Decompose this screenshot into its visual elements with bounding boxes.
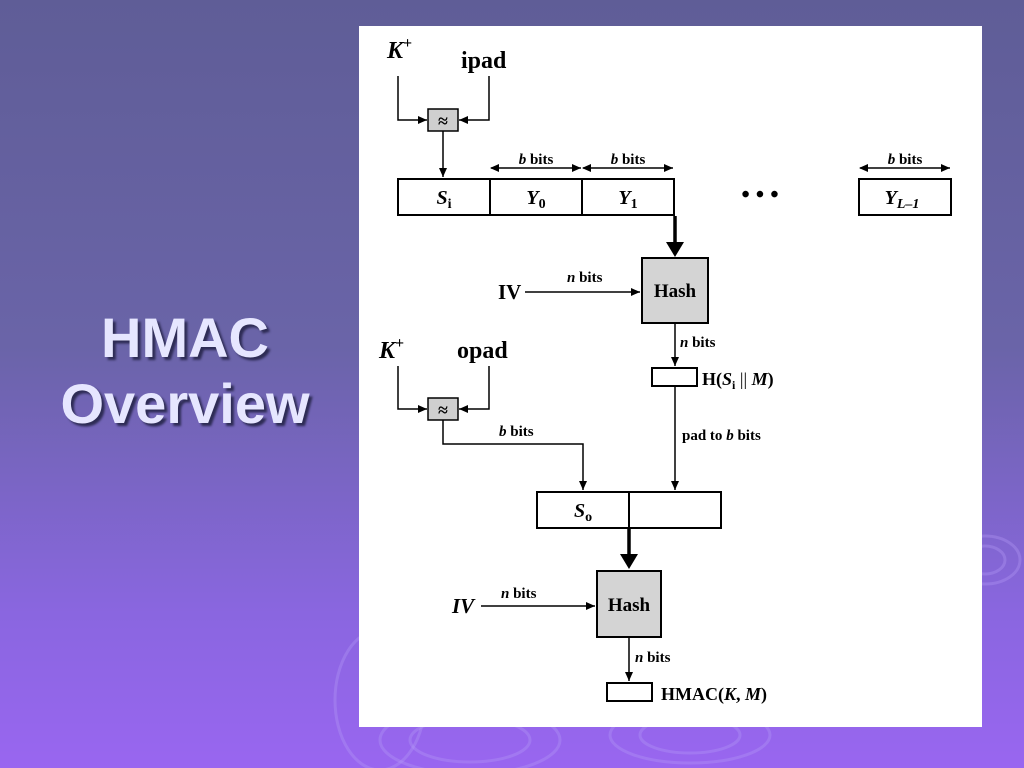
b-bits-so-label: b bits: [499, 424, 534, 440]
svg-text:b bits: b bits: [888, 152, 923, 168]
so-block: [536, 491, 630, 529]
blocks-to-hash-arrowhead: [666, 242, 684, 257]
slide-title: HMAC Overview: [20, 305, 350, 437]
inner-hash-output-box: [651, 367, 698, 387]
ipad-to-xor-line: [459, 76, 490, 124]
inner-hash-output-label: H(Si || M): [702, 369, 774, 392]
ellipsis: • • •: [741, 182, 778, 208]
ipad-label: ipad: [461, 48, 507, 74]
b-bits-annotation-yl: b bits: [859, 152, 950, 172]
y0-label: Y0: [526, 187, 545, 212]
hash-bottom-box: [596, 570, 662, 638]
si-block: [397, 178, 491, 216]
hash-bottom-label: Hash: [608, 595, 651, 616]
yl-block: [858, 178, 952, 216]
y0-block: [489, 178, 583, 216]
key-top-label: K+: [386, 35, 412, 64]
so-label: So: [574, 500, 592, 525]
hmac-output-box: [606, 682, 653, 702]
n-bits-mid-label: n bits: [680, 335, 716, 351]
iv-top-label: IV: [498, 280, 521, 304]
iv-bottom-label: IV: [451, 594, 476, 618]
xor-bottom-to-so-line: [442, 420, 587, 490]
svg-text:b bits: b bits: [611, 152, 646, 168]
yl-label: YL–1: [885, 187, 920, 212]
n-bits-top-label: n bits: [567, 270, 603, 286]
key-top-to-xor-line: [397, 76, 427, 124]
opad-label: opad: [457, 338, 508, 364]
y1-label: Y1: [618, 187, 637, 212]
pad-label: pad to b bits: [682, 428, 761, 444]
b-bits-annotation-y1: b bits: [582, 152, 673, 172]
key-bottom-to-xor-line: [397, 366, 427, 413]
hmac-diagram-panel: K+ ipad ≈ b bits b bits b bits: [359, 26, 982, 727]
hmac-diagram: K+ ipad ≈ b bits b bits b bits: [378, 35, 952, 705]
si-label: Si: [436, 187, 451, 212]
padded-hash-block: [628, 491, 722, 529]
slide-title-line2: Overview: [60, 372, 310, 435]
n-bits-output-label: n bits: [635, 650, 671, 666]
xor-top-symbol: ≈: [438, 111, 448, 131]
hmac-output-label: HMAC(K, M): [661, 684, 767, 705]
xor-bottom-symbol: ≈: [438, 400, 448, 420]
slide-title-line1: HMAC: [101, 306, 269, 369]
n-bits-bottom-label: n bits: [501, 586, 537, 602]
y1-block: [581, 178, 675, 216]
svg-text:b bits: b bits: [519, 152, 554, 168]
hash-top-box: [641, 257, 709, 324]
key-bottom-label: K+: [378, 335, 404, 364]
b-bits-annotation-y0: b bits: [490, 152, 581, 172]
opad-to-xor-line: [459, 366, 490, 413]
so-to-hash-arrowhead: [620, 554, 638, 569]
hash-top-label: Hash: [654, 281, 697, 302]
